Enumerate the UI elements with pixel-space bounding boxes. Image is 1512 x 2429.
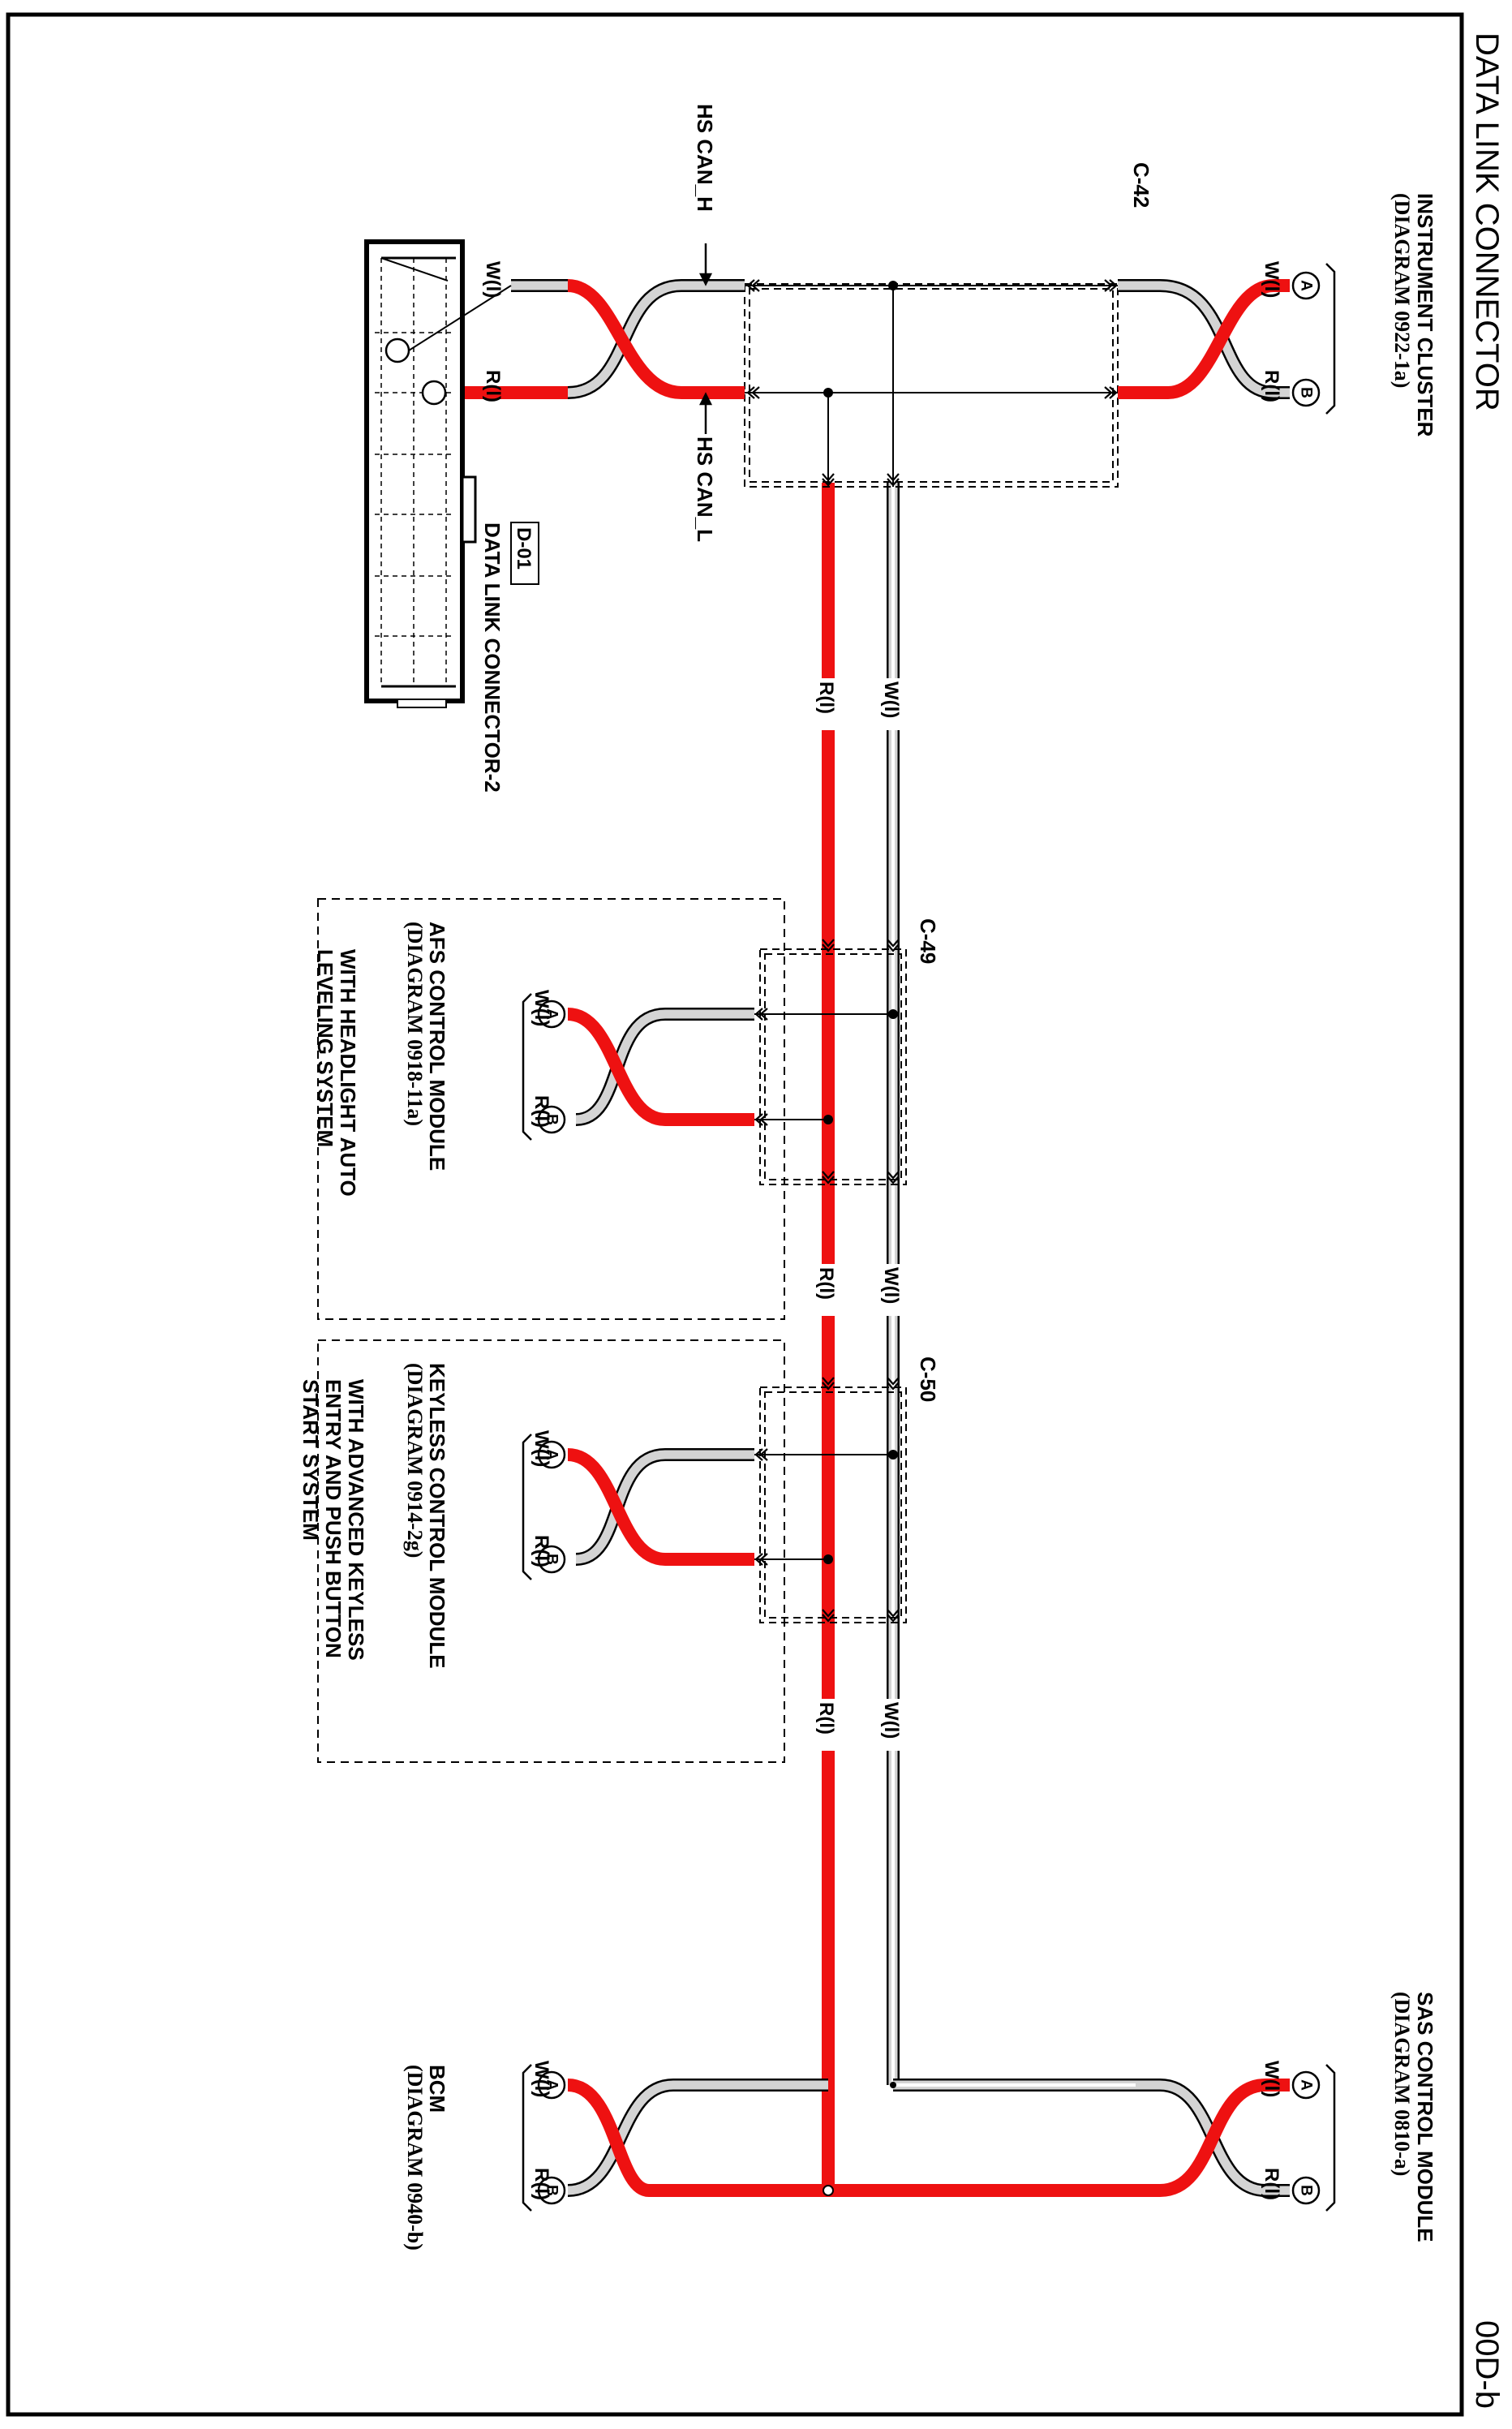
- trunk-red-label-2: R(l): [815, 1267, 837, 1300]
- bcm-name: BCM: [425, 2065, 449, 2113]
- instrument-cluster-pin-b: B: [1298, 387, 1315, 398]
- keyless-wire-b: R(l): [530, 1535, 552, 1567]
- twisted-pair-keyless: [567, 1448, 754, 1566]
- instrument-cluster-wire-a: W(l): [1261, 261, 1282, 298]
- sas-pin-b: B: [1298, 2185, 1315, 2196]
- trunk-white-label-2: W(l): [880, 1267, 902, 1304]
- afs-pin-b: B: [543, 1114, 561, 1125]
- bcm-pin-b: B: [543, 2185, 561, 2196]
- connector-c49: [754, 938, 907, 1185]
- instrument-cluster-ref: (DIAGRAM 0922-1a): [1390, 193, 1414, 388]
- dlc-connector-body: [364, 239, 512, 708]
- instrument-cluster-wire-b: R(l): [1261, 370, 1282, 402]
- bcm-pin-a: A: [543, 2079, 561, 2091]
- bcm-wire-b: R(l): [530, 2168, 552, 2200]
- trunk-red-label-3: R(l): [815, 1702, 837, 1735]
- dlc-wire-b: R(l): [482, 370, 504, 402]
- sas-wire-b: R(l): [1261, 2168, 1282, 2200]
- keyless-pin-b: B: [543, 1554, 561, 1565]
- afs-name: AFS CONTROL MODULE: [425, 922, 449, 1171]
- bcm-ref: (DIAGRAM 0940-b): [403, 2065, 427, 2251]
- dlc-name: DATA LINK CONNECTOR-2: [480, 522, 505, 793]
- hs-can-l-label: HS CAN_L: [693, 436, 717, 542]
- sas-wire-a: W(l): [1261, 2061, 1282, 2097]
- instrument-cluster-pin-a: A: [1298, 280, 1315, 291]
- keyless-option-line-1: WITH ADVANCED KEYLESS: [344, 1379, 368, 1661]
- twisted-pair-dlc: [445, 279, 745, 399]
- afs-option-line-1: WITH HEADLIGHT AUTO: [336, 949, 360, 1197]
- instrument-cluster-name: INSTRUMENT CLUSTER: [1413, 193, 1437, 437]
- keyless-option-line-3: START SYSTEM: [299, 1379, 323, 1541]
- page-title: DATA LINK CONNECTOR: [1469, 32, 1505, 411]
- keyless-wire-a: W(l): [530, 1430, 552, 1467]
- afs-pin-a: A: [543, 1008, 561, 1020]
- connector-c42-label: C-42: [1129, 162, 1153, 208]
- sas-pin-a: A: [1298, 2079, 1315, 2091]
- page-border: [6, 12, 1464, 2417]
- keyless-pin-a: A: [543, 1449, 561, 1460]
- sas-ref: (DIAGRAM 0810-a): [1390, 1992, 1414, 2176]
- trunk-wires: [649, 483, 1136, 2197]
- afs-option-box: [317, 898, 785, 1320]
- afs-wire-a: W(l): [530, 990, 552, 1026]
- twisted-pair-afs: [567, 1008, 754, 1126]
- module-pins: [537, 271, 1321, 2205]
- trunk-white-label-1: W(l): [880, 681, 902, 718]
- connector-c42: [744, 278, 1119, 488]
- trunk-white-label-3: W(l): [880, 1702, 902, 1739]
- connector-c50-label: C-50: [916, 1356, 940, 1402]
- keyless-option-line-2: ENTRY AND PUSH BUTTON: [321, 1379, 346, 1658]
- sas-name: SAS CONTROL MODULE: [1413, 1992, 1437, 2242]
- page-code: 00D-b: [1469, 2320, 1505, 2409]
- afs-ref: (DIAGRAM 0918-11a): [403, 922, 427, 1126]
- can-signal-arrows: [698, 243, 713, 434]
- keyless-name: KEYLESS CONTROL MODULE: [425, 1363, 449, 1669]
- hs-can-h-label: HS CAN_H: [693, 104, 717, 212]
- connector-c50: [754, 1376, 907, 1623]
- twisted-pair-bcm: [567, 2079, 828, 2197]
- dlc-code: D-01: [513, 527, 535, 570]
- twisted-pair-sas: [1136, 2079, 1290, 2197]
- dlc-wire-a: W(l): [482, 261, 504, 298]
- twisted-pair-instrument-cluster: [1118, 279, 1290, 399]
- keyless-option-box: [317, 1339, 785, 1763]
- connector-c49-label: C-49: [916, 918, 940, 964]
- labels: DATA LINK CONNECTOR 00D-b INSTRUMENT CLU…: [299, 32, 1505, 2409]
- keyless-ref: (DIAGRAM 0914-2g): [403, 1363, 427, 1558]
- afs-wire-b: R(l): [530, 1095, 552, 1128]
- bcm-wire-a: W(l): [530, 2061, 552, 2097]
- trunk-red-label-1: R(l): [815, 681, 837, 714]
- module-brackets: [522, 263, 1336, 2212]
- afs-option-line-2: LEVELING SYSTEM: [313, 949, 337, 1147]
